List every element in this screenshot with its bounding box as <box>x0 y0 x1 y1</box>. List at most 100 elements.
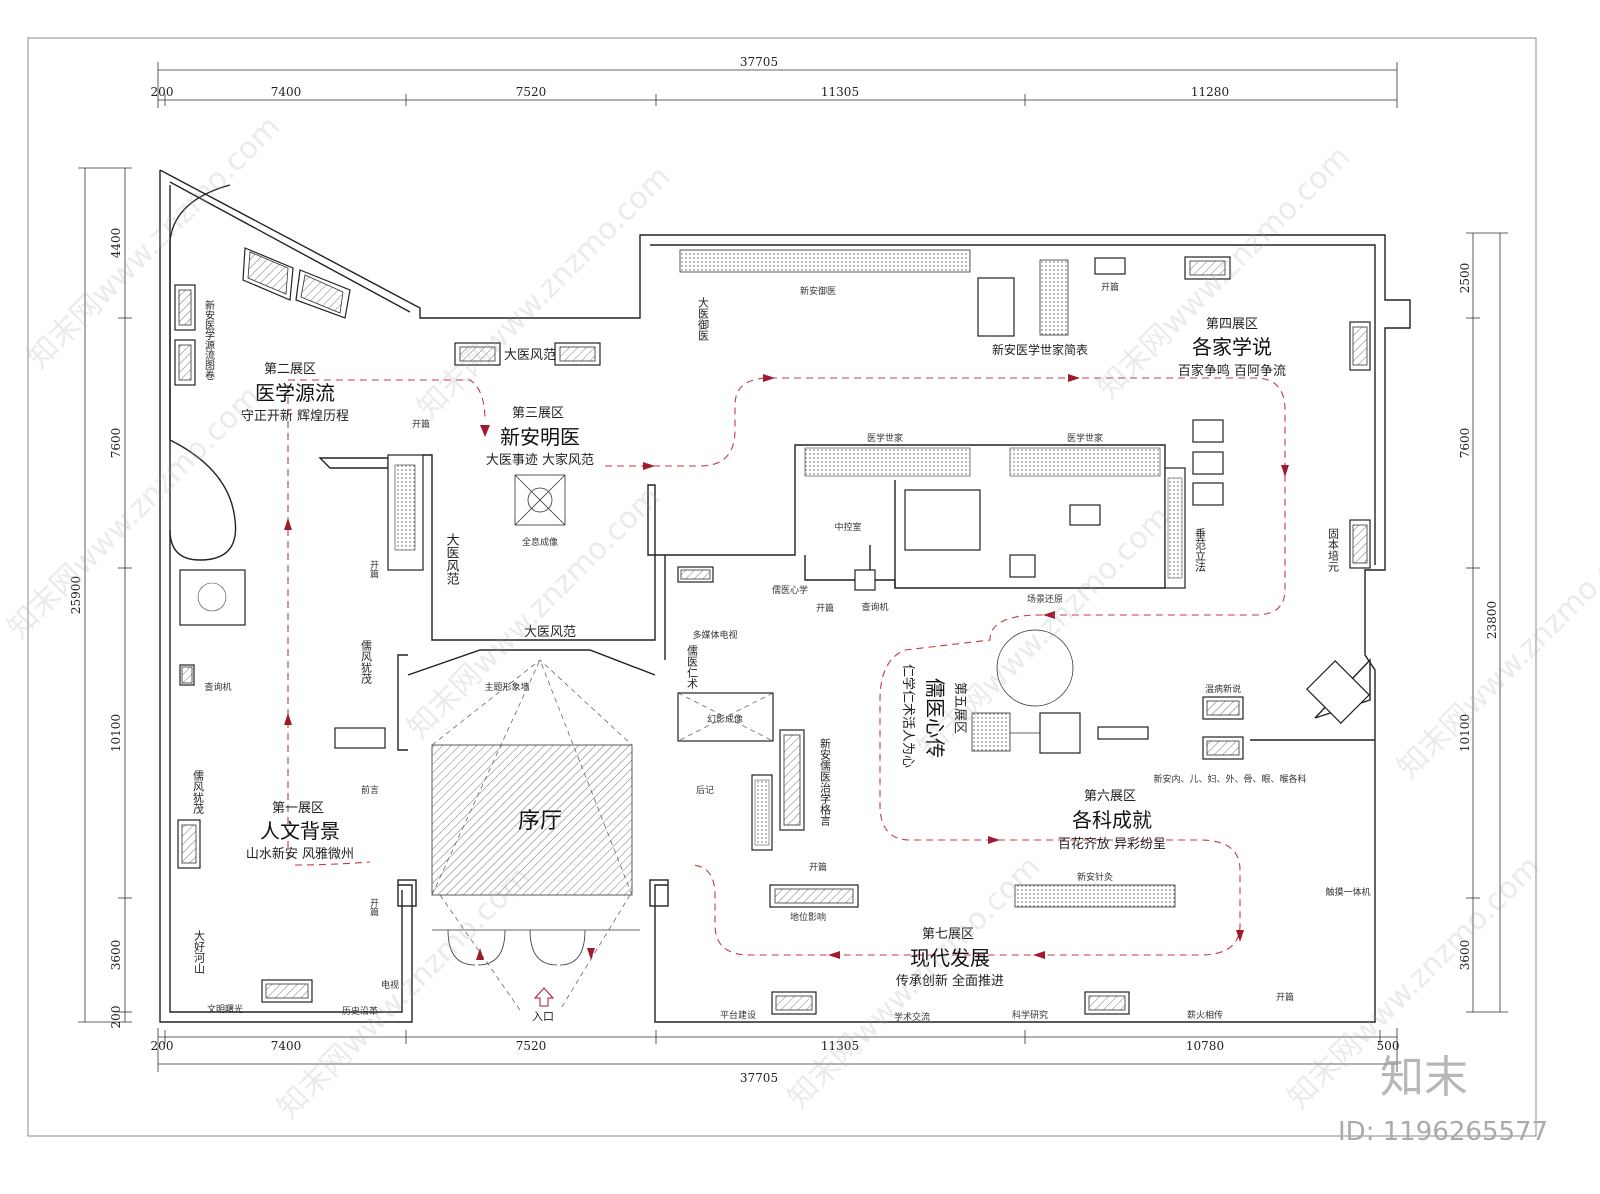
zone4-subtitle: 百家争鸣 百阿争流 <box>1178 363 1286 379</box>
dim-left-seg: 7600 <box>109 428 123 459</box>
label-xinan-yuyi: 新安御医 <box>800 285 836 297</box>
dim-right-seg: 10100 <box>1458 714 1472 752</box>
zone7-subtitle: 传承创新 全面推进 <box>896 973 1004 989</box>
drawing-frame <box>27 37 1537 1137</box>
label-ruifeng-1: 儒风犹茂 <box>360 640 373 685</box>
dim-left-seg: 200 <box>109 1006 123 1029</box>
dim-left-seg: 10100 <box>109 714 123 752</box>
label-dianshi: 电视 <box>381 979 399 991</box>
zone1-number: 第一展区 <box>272 801 324 816</box>
label-houji: 后记 <box>696 785 714 796</box>
label-lishi: 历史沿革 <box>342 1005 378 1017</box>
zone6-number: 第六展区 <box>1084 789 1136 804</box>
lobby-label: 序厅 <box>518 809 562 834</box>
watermark-text: 知末网www.znzmo.com <box>21 109 287 375</box>
dim-bottom-seg: 500 <box>1377 1039 1400 1053</box>
watermark-text: 知末网www.znzmo.com <box>411 159 677 425</box>
entrance-arrow-icon <box>533 987 555 1007</box>
zone4-title: 各家学说 <box>1192 335 1272 359</box>
label-diwei: 地位影响 <box>790 911 826 923</box>
dim-bottom-total: 37705 <box>740 1071 778 1085</box>
zone6-title: 各科成就 <box>1072 808 1152 832</box>
dim-top-total: 37705 <box>740 55 778 69</box>
label-yuanliu: 新安医学源流图卷 <box>203 299 215 380</box>
lobby-area <box>431 744 633 896</box>
left-curved-wall <box>169 184 231 440</box>
right-displays <box>1192 419 1375 760</box>
label-kaipian: 开篇 <box>1101 281 1119 293</box>
dim-bottom-seg: 10780 <box>1186 1039 1224 1053</box>
label-qianyan: 前言 <box>361 784 379 796</box>
dimension-left <box>78 167 132 1023</box>
dim-top-seg: 7520 <box>516 85 547 99</box>
label-yixue-shijia-2: 医学世家 <box>1067 432 1103 444</box>
dimension-top <box>157 62 1398 108</box>
label-dayi-fengfan: 大医风范 <box>504 348 556 363</box>
zone5-display <box>971 629 1149 754</box>
brand-logo: 知末 <box>1380 1052 1468 1103</box>
label-kaipian-left2: 开篇 <box>368 560 379 579</box>
label-huanying: 幻影成像 <box>707 713 743 725</box>
label-ruyi-xinxue: 儒医心学 <box>772 584 808 596</box>
zone7-title: 现代发展 <box>910 946 990 970</box>
zone1-title: 人文背景 <box>260 819 340 843</box>
label-wenbing: 温病新说 <box>1205 683 1241 695</box>
label-kebie: 新安内、儿、妇、外、骨、眼、喉各科 <box>1153 773 1306 785</box>
zone2-number: 第二展区 <box>264 362 316 377</box>
label-changjing: 场景还原 <box>1027 593 1063 605</box>
label-dayi-fengfan-bottom: 大医风范 <box>524 625 576 640</box>
label-zhuti: 主题形象墙 <box>484 681 529 693</box>
label-guben: 固本培元 <box>1327 528 1340 572</box>
label-keyan: 科学研究 <box>1012 1009 1048 1021</box>
dim-bottom-seg: 11305 <box>821 1039 859 1053</box>
zone1-subtitle: 山水新安 风雅微州 <box>246 846 354 862</box>
zone2-subtitle: 守正开新 辉煌历程 <box>241 408 349 424</box>
label-kaipian-left: 开篇 <box>368 898 379 917</box>
dim-right-seg: 3600 <box>1458 940 1472 971</box>
label-kaipian-2: 开篇 <box>816 602 834 614</box>
sloped-cases <box>242 247 351 319</box>
label-ruyi-renxin: 儒医仁术 <box>686 645 699 690</box>
dimension-right <box>1466 232 1508 1013</box>
label-ruifeng-2: 儒风犹茂 <box>192 770 205 815</box>
zone5-subtitle: 仁学仁术活人为心 <box>900 664 916 768</box>
dim-right-seg: 7600 <box>1458 428 1472 459</box>
label-kaipian-3: 开篇 <box>809 861 827 873</box>
dim-top-seg: 11305 <box>821 85 859 99</box>
label-kaipian-br: 开篇 <box>1276 991 1294 1003</box>
label-kaipian-top: 开篇 <box>412 418 430 430</box>
zone5-title: 儒医心传 <box>923 678 947 758</box>
dim-top-seg: 200 <box>151 85 174 99</box>
zone4-number: 第四展区 <box>1206 317 1258 332</box>
zone7-number: 第七展区 <box>922 927 974 942</box>
label-pingtai: 平台建设 <box>720 1009 756 1021</box>
dim-right-seg: 2500 <box>1458 263 1472 294</box>
dim-bottom-seg: 7520 <box>516 1039 547 1053</box>
label-chuifan: 垂范立法 <box>1194 528 1207 572</box>
label-dahao-heshan: 大好河山 <box>193 929 206 974</box>
label-chumo: 触摸一体机 <box>1325 886 1370 898</box>
zone3-number: 第三展区 <box>512 406 564 421</box>
label-chaxun-left: 查询机 <box>204 681 231 693</box>
phantom-imaging <box>677 692 774 742</box>
watermark-text: 知末网www.znzmo.com <box>1391 519 1600 785</box>
label-multimedia: 多媒体电视 <box>692 629 737 641</box>
outer-walls <box>159 169 1411 1023</box>
entrance-label: 入口 <box>532 1010 554 1023</box>
label-holo: 全息成像 <box>522 536 558 548</box>
zone2-title: 医学源流 <box>255 381 335 405</box>
dim-right-total: 23800 <box>1485 601 1499 639</box>
label-xinan-shijia: 新安医学世家简表 <box>992 342 1088 357</box>
zone3-subtitle: 大医事迹 大家风范 <box>486 452 594 468</box>
label-yixue-shijia-1: 医学世家 <box>867 432 903 444</box>
dimension-bottom <box>157 1028 1398 1072</box>
dim-left-seg: 3600 <box>109 940 123 971</box>
dim-top-seg: 11280 <box>1191 85 1229 99</box>
dim-left-total: 25900 <box>69 576 83 614</box>
top-cases <box>454 249 1371 569</box>
bottom-cases <box>261 566 1176 1015</box>
dim-top-seg: 7400 <box>271 85 302 99</box>
holo-display <box>514 474 566 526</box>
zone6-subtitle: 百花齐放 异彩纷呈 <box>1058 836 1166 852</box>
